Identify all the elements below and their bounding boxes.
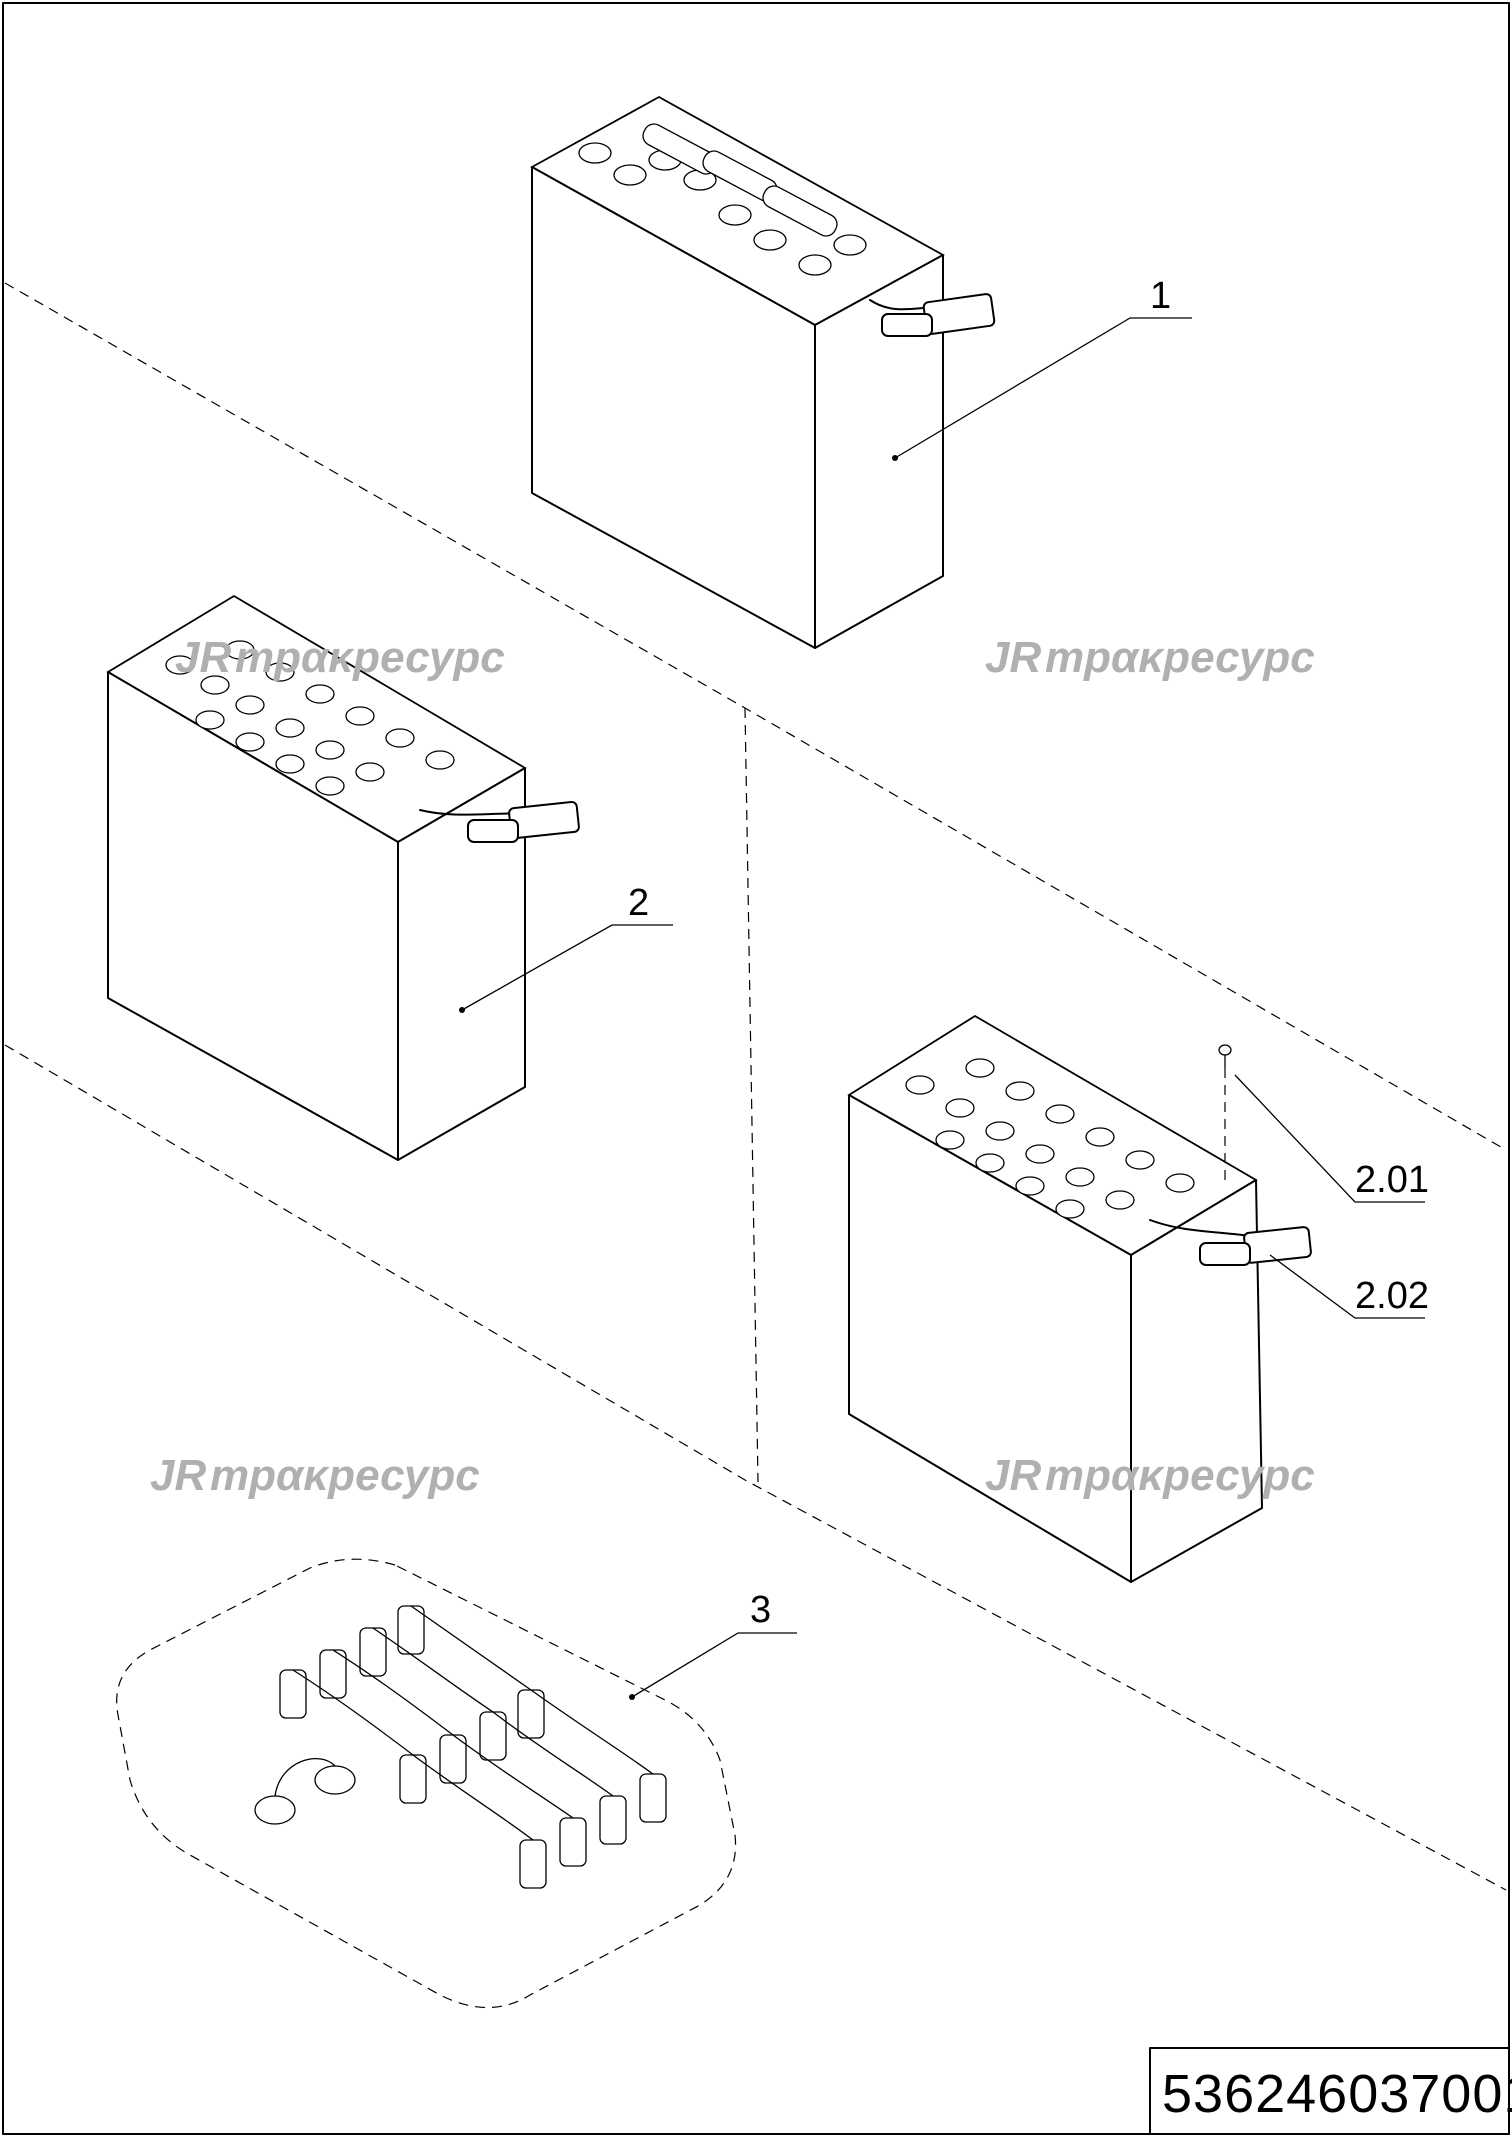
battery-2-connector	[508, 801, 580, 839]
watermark-3: JR трακресурс	[150, 1451, 480, 1500]
document-number: 536246037001	[1162, 2064, 1512, 2124]
battery-item-2	[106, 594, 580, 1161]
callout-label-2: 2	[628, 882, 649, 924]
callout-label-2-02: 2.02	[1355, 1275, 1429, 1317]
watermark-logo-icon: JR	[150, 1451, 206, 1500]
battery-1-plug	[881, 313, 933, 337]
watermark-1: JR трακресурс	[175, 633, 505, 682]
callout-label-1: 1	[1150, 275, 1171, 317]
watermark-text: трακресурс	[235, 633, 505, 682]
battery-2-detail-connector	[1243, 1226, 1312, 1264]
callout-2	[459, 924, 673, 1013]
battery-item-2-detail	[847, 1014, 1312, 1583]
watermark-logo-icon: JR	[175, 633, 231, 682]
cable-kit-caps	[254, 1757, 356, 1825]
battery-2-plug	[467, 819, 519, 843]
battery-item-1	[530, 95, 996, 649]
cable-kit-item-3	[116, 1558, 737, 2009]
screw-2-01	[1218, 1044, 1232, 1180]
callout-label-2-01: 2.01	[1355, 1159, 1429, 1201]
watermark-text: трακресурс	[1045, 1451, 1315, 1500]
cable-kit-plugs	[279, 1605, 667, 1889]
callout-label-3: 3	[750, 1589, 771, 1631]
watermark-text: трακресурс	[210, 1451, 480, 1500]
cable-kit-wires	[292, 1605, 654, 1841]
battery-1-cells	[578, 123, 867, 276]
watermark-text: трακресурс	[1045, 633, 1315, 682]
callout-3	[629, 1632, 797, 1700]
callout-1	[892, 317, 1192, 461]
watermark-4: JR трακресурс	[985, 1451, 1315, 1500]
watermark-logo-icon: JR	[985, 1451, 1041, 1500]
watermark-logo-icon: JR	[985, 633, 1041, 682]
section-separators	[4, 282, 1507, 1891]
title-block: 536246037001	[1149, 2047, 1512, 2135]
callout-2-01	[1234, 1074, 1425, 1203]
battery-2-detail-plug	[1199, 1242, 1251, 1266]
callout-2-02	[1269, 1254, 1425, 1319]
battery-2-cells	[165, 640, 455, 796]
watermark-2: JR трακресурс	[985, 633, 1315, 682]
battery-2-detail-cells	[905, 1058, 1195, 1219]
